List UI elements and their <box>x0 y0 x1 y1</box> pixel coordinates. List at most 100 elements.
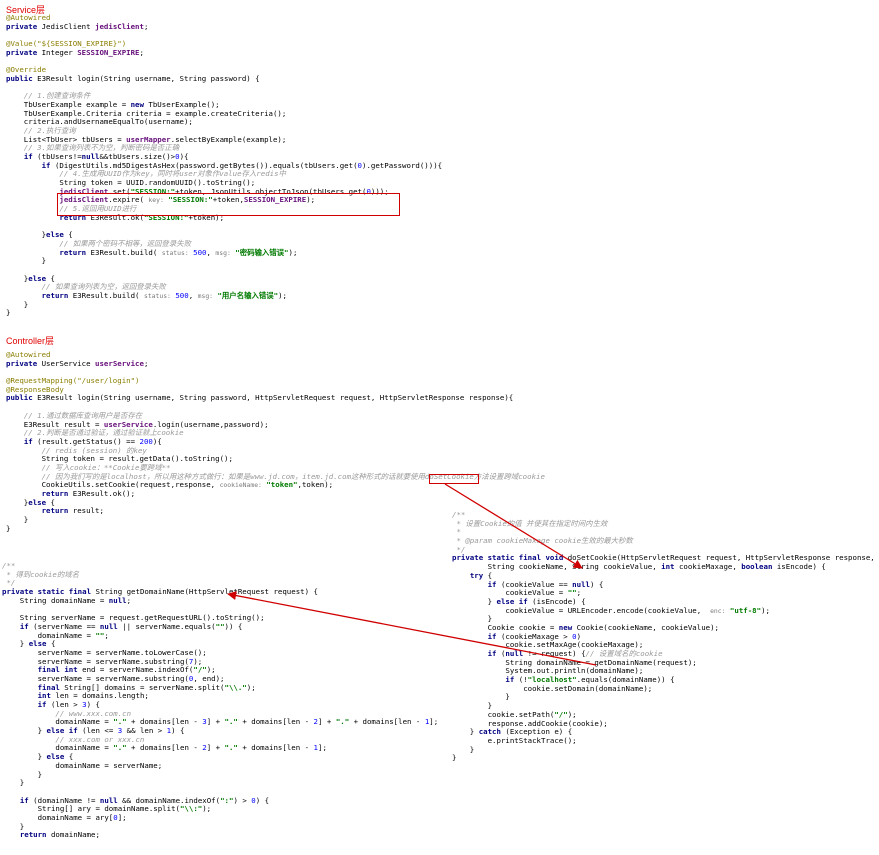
code-line: * @param cookieMaxage cookie生效的最大秒数 <box>452 536 633 546</box>
code-line: List<TbUser> tbUsers = userMapper.select… <box>6 134 287 144</box>
code-line: return domainName; <box>19 830 100 840</box>
code-line: // 4.生成用UUID作为key，同时将user对象作value存入redis… <box>6 169 286 179</box>
code-line: private JedisClient jedisClient; <box>6 21 149 31</box>
code-line: cookie.setPath("/"); <box>452 709 577 719</box>
code-line: } <box>2 769 43 779</box>
code-line: } else { <box>2 639 56 649</box>
controller-layer-label: Controller层 <box>6 336 55 346</box>
code-line: } <box>6 515 29 525</box>
code-line: System.out.println(domainName); <box>452 666 644 676</box>
code-line: @Autowired <box>6 350 51 359</box>
code-line: String token = result.getData().toString… <box>6 454 233 464</box>
code-line: if (cookieValue == null) { <box>487 579 604 589</box>
code-line: serverName = serverName.substring(7); <box>2 656 203 666</box>
code-line: e.printStackTrace(); <box>452 735 577 745</box>
code-line: return E3Result.build( status: 500, msg:… <box>41 291 288 300</box>
code-line: return E3Result.ok("SESSION:"+token); <box>59 212 225 222</box>
code-line: // xxx.com or xxx.cn <box>2 734 145 744</box>
code-line: String[] ary = domainName.split("\\:"); <box>2 804 212 814</box>
code-line: cookieValue = URLEncoder.encode(cookieVa… <box>452 605 770 615</box>
jedis-set-highlight-box <box>57 193 400 216</box>
code-line: String cookieName, String cookieValue, i… <box>452 562 826 572</box>
code-line: cookie.setDomain(domainName); <box>452 683 653 693</box>
get-domain-name-code-block: /** * 得到cookie的域名 */private static final… <box>2 561 439 840</box>
code-line: // 2.判断是否通过验证，通过验证就上cookie <box>6 428 184 438</box>
code-line: serverName = serverName.substring(0, end… <box>2 673 225 683</box>
code-line: private UserService userService; <box>6 358 149 368</box>
code-line: @Value("${SESSION_EXPIRE}") <box>6 39 127 49</box>
code-line: } <box>6 308 11 318</box>
code-line: } <box>452 744 475 754</box>
code-line: // 如果查询列表为空，返回登录失败 <box>6 282 166 292</box>
code-line: */ <box>2 578 16 588</box>
code-line: } <box>2 778 25 788</box>
code-line: * 得到cookie的域名 <box>2 569 79 579</box>
code-line: response.addCookie(cookie); <box>452 718 608 728</box>
code-line: if (len > 3) { <box>37 700 100 709</box>
code-line: if (!"localhost".equals(domainName)) { <box>505 675 675 685</box>
code-line: /** <box>2 561 16 570</box>
code-line: if (tbUsers!=null&&tbUsers.size()>0){ <box>23 152 189 161</box>
code-line: String domainName = null; <box>2 595 132 605</box>
code-line: }else { <box>6 497 55 507</box>
code-line: final String[] domains = serverName.spli… <box>37 682 256 692</box>
do-set-cookie-highlight-box <box>429 474 479 484</box>
code-line: @RequestMapping("/user/login") <box>6 376 140 386</box>
code-line: E3Result result = userService.login(user… <box>6 419 269 429</box>
code-line: // 3.如果查询列表不为空，判断密码是否正确 <box>6 143 180 153</box>
code-line: private Integer SESSION_EXPIRE; <box>6 47 144 57</box>
code-line: } <box>452 692 510 702</box>
code-line: } <box>6 523 11 533</box>
code-line: String token = UUID.randomUUID().toStrin… <box>6 178 256 188</box>
service-layer-label: Service层 <box>6 5 46 15</box>
code-line <box>6 57 442 66</box>
do-set-cookie-code-block: /** * 设置Cookie的值 并使其在指定时间内生效 * * @param … <box>452 510 875 763</box>
code-line: return E3Result.ok(); <box>41 489 136 498</box>
code-line: TbUserExample example = new TbUserExampl… <box>6 99 220 109</box>
code-line: jedisClient.expire( key: "SESSION:"+toke… <box>59 195 316 205</box>
code-line: return result; <box>41 506 104 516</box>
code-line: } <box>6 256 47 266</box>
code-line: TbUserExample.Criteria criteria = exampl… <box>6 108 287 118</box>
code-line: String serverName = request.getRequestUR… <box>2 613 265 623</box>
code-line: domainName = serverName; <box>2 760 163 770</box>
code-line: serverName = serverName.toLowerCase(); <box>2 647 207 657</box>
code-line: // 1.通过数据库查询用户是否存在 <box>6 410 143 420</box>
code-line: int len = domains.length; <box>37 691 149 701</box>
code-line: } <box>452 701 493 711</box>
code-line: if (domainName != null && domainName.ind… <box>19 795 270 805</box>
code-line: } <box>2 821 25 831</box>
code-line: } else if (len <= 3 && len > 1) { <box>2 726 185 736</box>
code-line: domainName = ""; <box>2 630 109 640</box>
code-line: }else { <box>6 273 55 283</box>
code-line: final int end = serverName.indexOf("/"); <box>37 665 216 675</box>
code-line: // www.xxx.com.cn <box>2 708 132 718</box>
code-line: cookieValue = ""; <box>452 588 582 598</box>
code-line: // 2.执行查询 <box>6 125 76 135</box>
code-line: public E3Result login(String username, S… <box>6 73 260 83</box>
code-line: public E3Result login(String username, S… <box>6 393 514 403</box>
code-line: } catch (Exception e) { <box>452 727 573 737</box>
code-line: @Override <box>6 65 47 75</box>
code-line: domainName = "." + domains[len - 3] + ".… <box>2 717 439 727</box>
code-line: if (DigestUtils.md5DigestAsHex(password.… <box>41 160 443 170</box>
code-line: @Autowired <box>6 13 51 22</box>
code-line: // 5.返回用UUID进行 <box>6 204 137 214</box>
code-line: * 设置Cookie的值 并使其在指定时间内生效 <box>452 518 608 528</box>
code-line: @ResponseBody <box>6 384 64 394</box>
code-line: try { <box>469 570 493 580</box>
code-line: } <box>6 299 29 309</box>
code-line: if (result.getStatus() == 200){ <box>23 436 162 446</box>
code-line <box>6 266 442 275</box>
code-line: } else { <box>2 752 74 762</box>
code-line: CookieUtils.setCookie(request,response, … <box>6 480 334 490</box>
code-line: // 如果两个密码不相等，返回登录失败 <box>6 238 191 248</box>
code-line: // redis (session) 的key <box>6 445 147 455</box>
code-line: } <box>452 753 457 763</box>
code-line: }else { <box>6 230 73 240</box>
code-line: // 因为我们写的是localhost，所以用这种方式做行：如果是www.jd.… <box>6 471 545 481</box>
code-line: criteria.andUsernameEqualTo(username); <box>6 117 193 127</box>
code-line: jedisClient.set("SESSION:"+token, JsonUt… <box>59 186 389 196</box>
